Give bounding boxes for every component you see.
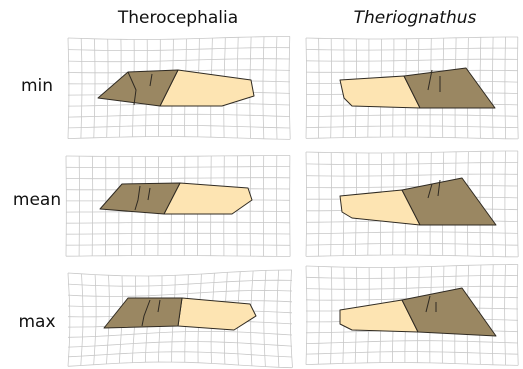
dark-region-max-theriognathus [402,288,496,336]
light-region-max-therocephalia [178,298,256,330]
dark-region-min-theriognathus [404,68,495,108]
dark-region-mean-theriognathus [402,178,496,225]
